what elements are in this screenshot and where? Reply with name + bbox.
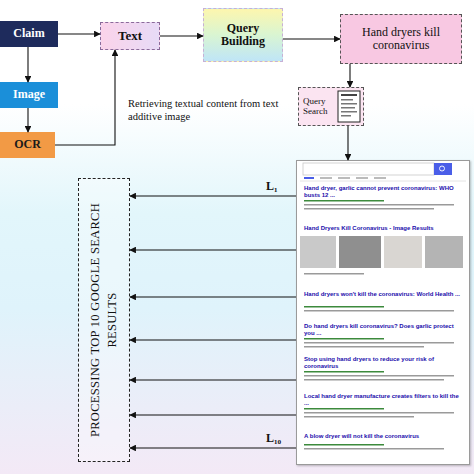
url-line — [304, 408, 384, 410]
node-label: Query Building — [210, 22, 276, 48]
node-label: OCR — [14, 138, 41, 151]
document-outline — [338, 91, 360, 122]
arrow-connector — [130, 379, 296, 380]
thumbnail — [425, 236, 463, 268]
snippet-line — [304, 412, 454, 414]
search-results-screenshot: Hand dryers kill coronavirusHand dryer, … — [296, 160, 470, 465]
arrow-connector — [130, 249, 296, 250]
node-label: Hand dryers kill coronavirus — [347, 26, 455, 52]
snippet-line — [304, 346, 424, 348]
snippet-line — [304, 416, 414, 418]
result-title: Local hand dryer manufacture creates fil… — [304, 393, 464, 407]
arrow-connector — [349, 64, 350, 87]
snippet-line — [304, 208, 434, 210]
thumbnail — [300, 236, 336, 268]
arrow-connector — [130, 339, 296, 340]
node-label: Claim — [13, 27, 44, 40]
document-line — [341, 94, 357, 96]
search-bar — [303, 163, 434, 175]
result-title: Hand dryer, garlic cannot prevent corona… — [304, 185, 464, 199]
annotation-note: Retrieving textual content from text add… — [128, 97, 293, 123]
arrow-connector — [130, 195, 296, 196]
tab-mark — [356, 177, 368, 179]
processing-box: PROCESSING TOP 10 GOOGLE SEARCH RESULTS — [78, 178, 130, 462]
arrow-connector — [130, 296, 296, 297]
arrow-connector — [283, 38, 340, 39]
input-box: Image — [0, 82, 58, 108]
tab-mark — [338, 177, 350, 179]
process-box: OCR — [0, 132, 55, 158]
tab-rule — [300, 181, 466, 182]
thumbnail — [384, 236, 422, 268]
arrow-connector — [130, 414, 296, 415]
search-screenshot-details — [300, 163, 466, 450]
arrow-connector — [130, 447, 296, 448]
node-label: Query Search — [303, 97, 337, 117]
url-line — [304, 338, 384, 340]
snippet-line — [304, 204, 454, 206]
tab-mark — [374, 177, 386, 179]
arrow-connector — [27, 108, 28, 132]
process-box: Query Building — [203, 8, 283, 62]
snippet-line — [304, 448, 444, 450]
node-label: Image — [13, 88, 45, 101]
query-box: Hand dryers kill coronavirus — [340, 14, 462, 64]
document-line — [341, 99, 353, 101]
edge-label: L₁₀ — [266, 431, 281, 446]
node-label: Text — [118, 29, 142, 43]
document-line — [341, 111, 357, 113]
url-line — [304, 200, 384, 202]
arrow-connector — [55, 50, 115, 145]
result-title: Do hand dryers kill coronavirus? Does ga… — [304, 323, 464, 337]
arrow-connector — [58, 33, 100, 34]
result-title: A blow dryer will not kill the coronavir… — [304, 433, 464, 440]
url-line — [304, 371, 384, 373]
snippet-line — [304, 310, 454, 312]
url-line — [304, 306, 384, 308]
document-line — [341, 115, 351, 117]
snippet-line — [304, 379, 444, 381]
document-line — [341, 107, 355, 109]
result-title: Hand Dryers Kill Coronavirus - Image Res… — [304, 225, 464, 232]
search-icon — [440, 166, 445, 171]
thumbnail — [339, 236, 381, 268]
node-label: PROCESSING TOP 10 GOOGLE SEARCH RESULTS — [87, 195, 121, 445]
snippet-line — [304, 342, 454, 344]
arrow-connector — [347, 126, 348, 160]
arrow-connector — [27, 47, 28, 82]
snippet-line — [304, 273, 364, 275]
result-title: Stop using hand dryers to reduce your ri… — [304, 356, 464, 370]
process-box: Text — [100, 22, 160, 50]
snippet-line — [304, 375, 454, 377]
tab-mark — [304, 177, 314, 179]
edge-label: L₁ — [266, 179, 278, 194]
input-box: Claim — [0, 21, 58, 47]
url-line — [304, 444, 384, 446]
result-title: Hand dryers won't kill the coronavirus: … — [304, 291, 464, 298]
document-line — [341, 103, 357, 105]
tab-mark — [320, 177, 332, 179]
search-button — [434, 163, 452, 175]
document-icon — [338, 91, 360, 122]
arrow-connector — [160, 35, 203, 36]
